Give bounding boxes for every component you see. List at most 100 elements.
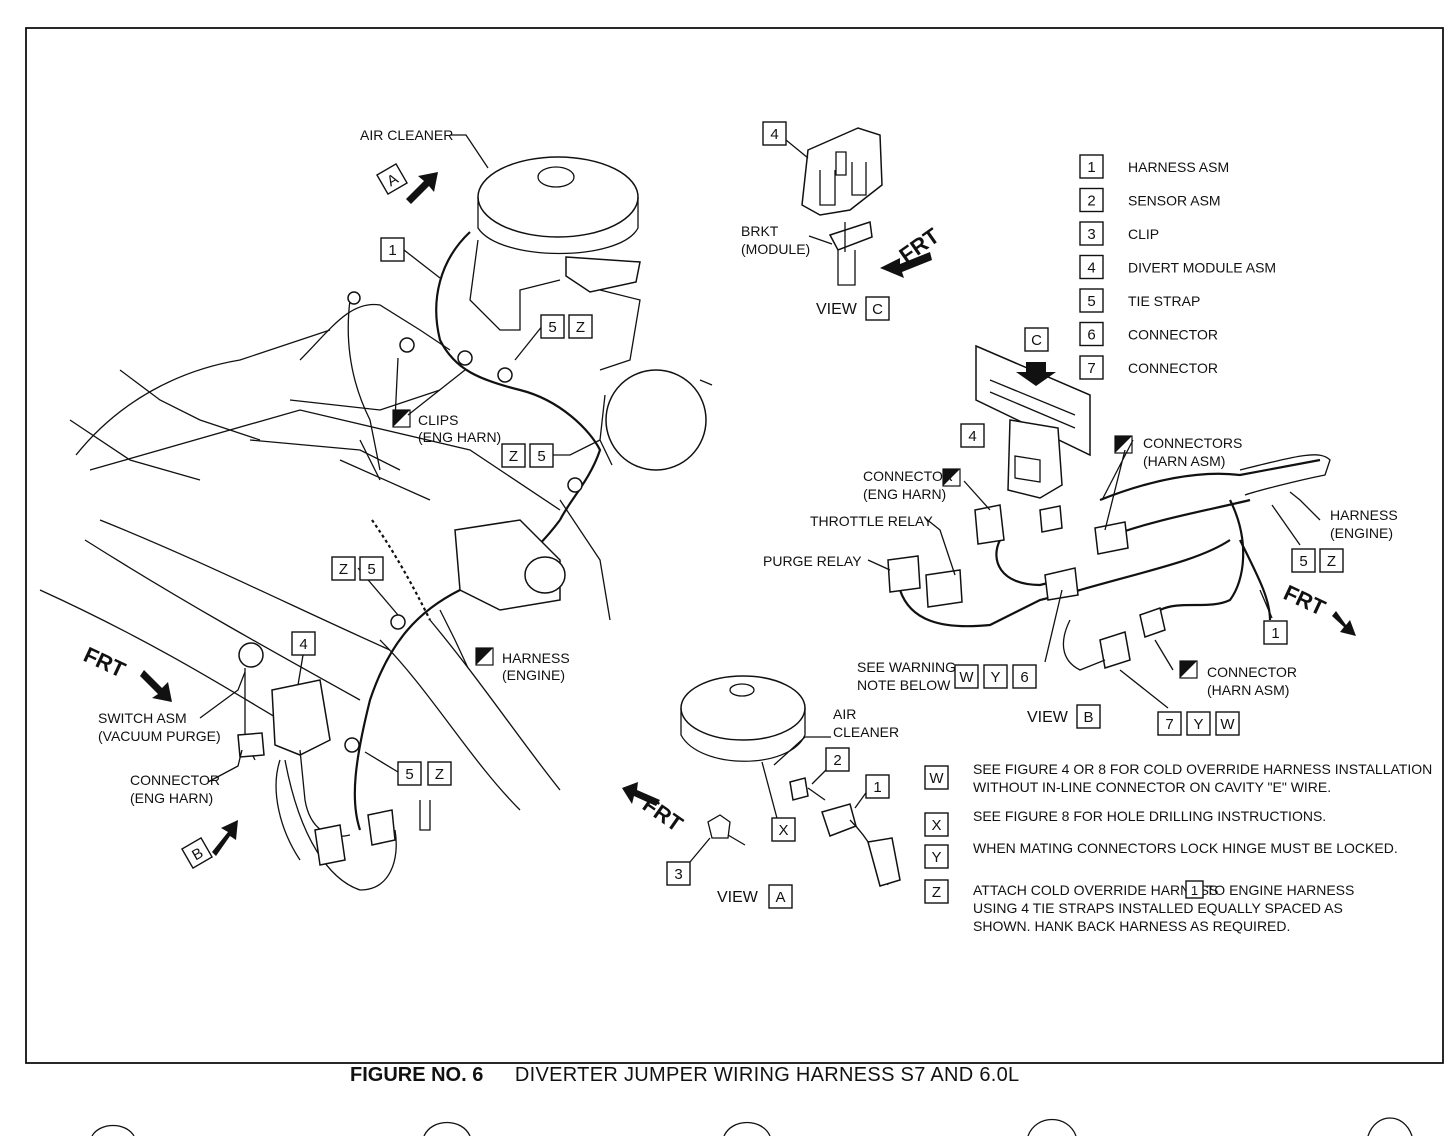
page-punch-marks [91, 1117, 1413, 1136]
legend-key: 6 [1087, 327, 1095, 344]
svg-text:C: C [872, 301, 883, 318]
svg-text:C: C [1031, 332, 1042, 349]
label-clips-eng-harn: (ENG HARN) [418, 429, 501, 445]
label-harness-engine-b: HARNESS [1330, 507, 1398, 523]
view-c-tag: C [865, 296, 890, 321]
label-connectors-harn: (HARN ASM) [1143, 453, 1225, 469]
legend-item: 2 SENSOR ASM [1079, 187, 1221, 213]
view-a-drawing [622, 675, 901, 887]
svg-text:5: 5 [548, 319, 556, 336]
view-tag-b-main: B [181, 837, 213, 869]
view-a-tag: A [768, 884, 793, 909]
svg-text:W: W [1220, 716, 1235, 733]
callout-3-view-a: 3 [666, 861, 691, 886]
legend-key-box [1079, 355, 1104, 380]
legend-key-box [1079, 321, 1104, 347]
svg-text:5: 5 [405, 766, 413, 783]
figure-border [25, 27, 1444, 1064]
callout-4-view-c: 4 [762, 121, 787, 146]
svg-text:X: X [778, 822, 788, 839]
figure-number: FIGURE NO. 6 [350, 1064, 484, 1086]
figure-caption: FIGURE NO. 6 DIVERTER JUMPER WIRING HARN… [350, 1064, 1019, 1087]
note-line: TO ENGINE HARNESS [1206, 882, 1354, 898]
callout-5-main-b: 5 [529, 443, 554, 468]
callout-7-view-b: 7 [1157, 711, 1182, 736]
label-connector-eng: CONNECTOR [863, 468, 953, 484]
callout-1-view-a: 1 [865, 774, 890, 799]
callout-z-view-b: Z [1319, 548, 1344, 573]
direction-arrows-main [140, 172, 438, 856]
label-view-c: VIEW [816, 301, 858, 318]
label-clips: CLIPS [418, 412, 458, 428]
note-inline-ref: 1 [1191, 883, 1198, 898]
svg-text:Z: Z [509, 448, 518, 465]
note-line: SEE FIGURE 8 FOR HOLE DRILLING INSTRUCTI… [973, 808, 1326, 824]
label-connector-harn: CONNECTOR [1207, 664, 1297, 680]
note-item: X SEE FIGURE 8 FOR HOLE DRILLING INSTRUCT… [924, 808, 1326, 837]
label-frt-main: FRT [80, 642, 130, 683]
callout-x-view-a: X [771, 817, 796, 842]
svg-text:5: 5 [367, 561, 375, 578]
note-line: SEE FIGURE 4 OR 8 FOR COLD OVERRIDE HARN… [973, 761, 1432, 777]
svg-text:3: 3 [674, 866, 682, 883]
callout-5-main-d: 5 [397, 761, 422, 786]
view-b-tag: B [1076, 704, 1101, 729]
label-brkt-module: (MODULE) [741, 241, 810, 257]
callout-z-main-a: Z [568, 314, 593, 339]
label-connector-main: CONNECTOR [130, 772, 220, 788]
callout-5-main-a: 5 [540, 314, 565, 339]
view-b-drawing [867, 344, 1356, 709]
callout-4-view-b: 4 [960, 423, 985, 448]
label-air-cleaner-view-a: AIR [833, 706, 856, 722]
svg-text:6: 6 [1020, 669, 1028, 686]
label-view-b: VIEW [1027, 709, 1069, 726]
legend-key: 1 [1087, 159, 1095, 176]
svg-text:7: 7 [1165, 716, 1173, 733]
svg-text:2: 2 [833, 752, 841, 769]
note-key-box [924, 812, 949, 837]
note-line: WITHOUT IN-LINE CONNECTOR ON CAVITY "E" … [973, 779, 1331, 795]
legend-key-box [1079, 187, 1104, 213]
label-frt-view-b: FRT [1280, 580, 1330, 621]
callout-1-main: 1 [380, 237, 405, 262]
callout-6-view-b: 6 [1012, 664, 1037, 689]
harness-engine-symbol [476, 648, 493, 665]
callout-1-view-b: 1 [1263, 620, 1288, 645]
legend-text: CONNECTOR [1128, 360, 1218, 376]
svg-text:5: 5 [537, 448, 545, 465]
view-tag-a-main: A [376, 163, 408, 195]
svg-text:Y: Y [990, 669, 1000, 686]
view-c-tag-main-b: C [1024, 327, 1049, 352]
svg-text:4: 4 [299, 636, 307, 653]
label-connector-harn-sub: (HARN ASM) [1207, 682, 1289, 698]
legend-text: TIE STRAP [1128, 293, 1200, 309]
callout-5-main-c: 5 [359, 556, 384, 581]
legend-key: 4 [1087, 260, 1095, 277]
label-harness-engine-sub: (ENGINE) [502, 667, 565, 683]
callout-y-view-b: Y [983, 664, 1008, 689]
svg-text:1: 1 [873, 779, 881, 796]
label-harness-engine-b-sub: (ENGINE) [1330, 525, 1393, 541]
note-key: X [931, 817, 941, 834]
legend-text: SENSOR ASM [1128, 193, 1221, 209]
note-line: ATTACH COLD OVERRIDE HARNESS [973, 882, 1218, 898]
callout-w-view-b: W [954, 664, 979, 689]
legend-key: 3 [1087, 226, 1095, 243]
svg-text:B: B [1083, 709, 1093, 726]
legend-key: 2 [1087, 193, 1095, 210]
svg-text:W: W [959, 669, 974, 686]
view-c-drawing [785, 127, 932, 286]
legend-key: 5 [1087, 293, 1095, 310]
callout-z-main-b: Z [501, 443, 526, 468]
legend-key-box [1079, 221, 1104, 246]
label-harness-engine: HARNESS [502, 650, 570, 666]
label-brkt: BRKT [741, 223, 779, 239]
callout-y-view-b-2: Y [1186, 711, 1211, 736]
